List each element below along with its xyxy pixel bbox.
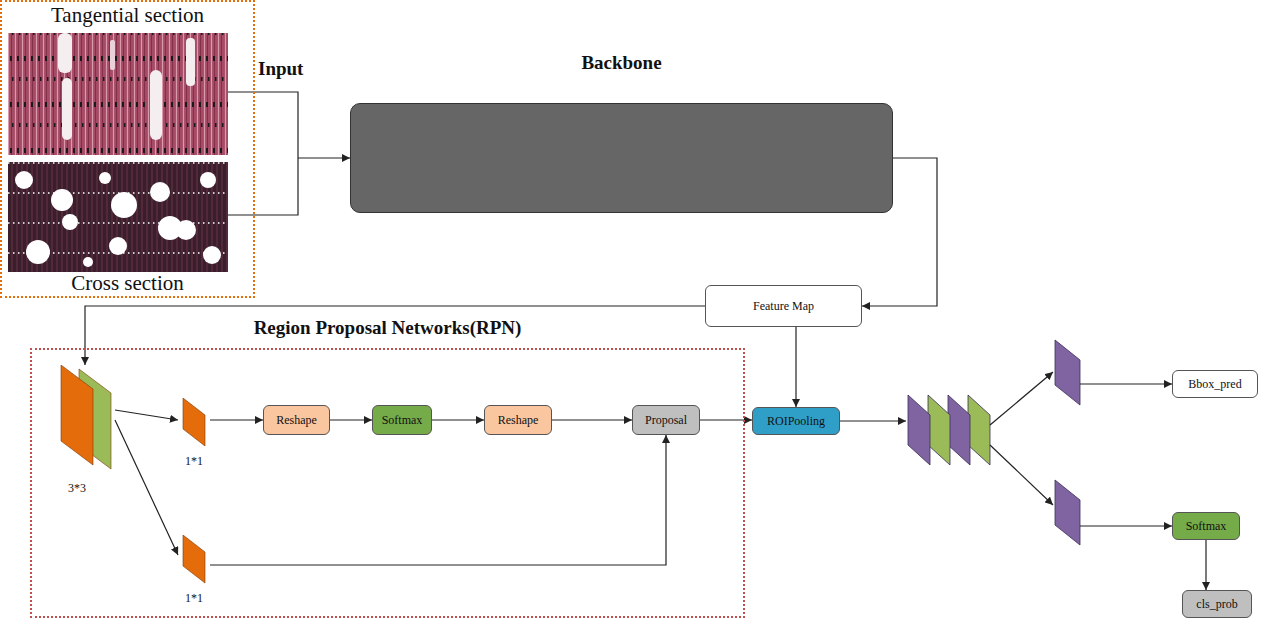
softmax-box: Softmax — [1172, 512, 1240, 540]
box-label: Softmax — [382, 413, 423, 427]
kernel-size: 1*1 — [178, 454, 210, 468]
layer-plate — [183, 398, 205, 446]
connector-arrow — [432, 419, 484, 420]
connector-arrow — [1205, 540, 1206, 590]
conv-layer: 1*1 — [178, 398, 210, 468]
fc-layer-stack — [908, 395, 990, 465]
input-region: Tangential sectionCross section — [0, 0, 298, 298]
section-label: Tangential section — [0, 3, 255, 28]
stage-label: Input — [258, 58, 303, 81]
layer-plate — [61, 365, 93, 465]
tangential-section-image — [8, 33, 228, 155]
conv-layer: 3*3 — [55, 365, 115, 495]
layer-plate — [183, 535, 205, 583]
connector-arrow — [298, 157, 350, 158]
dotted-frame — [0, 0, 255, 298]
connector-arrow — [115, 410, 178, 420]
reshape-box: Reshape — [484, 405, 552, 435]
proposal-box: Proposal — [632, 405, 700, 435]
kernel-size: 1*1 — [178, 591, 210, 605]
connector-arrow — [210, 435, 666, 565]
output-box: cls_prob — [1182, 590, 1252, 618]
head-wires — [840, 372, 1172, 526]
box-label: cls_prob — [1196, 597, 1237, 611]
roi-pooling-box: ROIPooling — [752, 407, 840, 435]
connector-arrow — [795, 327, 796, 407]
backbone-block-body — [350, 103, 893, 213]
conv-shape — [55, 365, 115, 495]
feature-map-box: Feature Map — [705, 285, 862, 327]
output-box: Bbox_pred — [1172, 370, 1258, 398]
block-heading: Backbone — [350, 52, 893, 75]
kernel-size: 3*3 — [55, 481, 99, 495]
cross-section-image — [8, 162, 228, 272]
box-label: Feature Map — [753, 299, 814, 313]
dotted-frame — [30, 348, 745, 618]
rpn-region: 3*3 1*1 Reshape Softmax Reshape Proposal 1*1 Re… — [30, 312, 745, 618]
connector-arrow — [115, 420, 178, 555]
region-heading: Region Proposal Networks(RPN) — [30, 317, 745, 340]
connector-arrow — [552, 419, 632, 420]
box-label: Proposal — [645, 413, 687, 427]
box-label: Reshape — [276, 413, 317, 427]
box-label: Softmax — [1186, 519, 1227, 533]
conv-layer: 1*1 — [178, 535, 210, 605]
box-label: Bbox_pred — [1188, 377, 1241, 391]
reshape-box: Reshape — [263, 405, 330, 435]
softmax-box: Softmax — [372, 405, 432, 435]
box-label: ROIPooling — [767, 414, 825, 428]
section-label: Cross section — [0, 271, 255, 296]
backbone-block: Backbone — [350, 50, 893, 213]
input-bracket — [228, 92, 298, 215]
box-label: Reshape — [498, 413, 539, 427]
connector-arrow — [210, 419, 263, 420]
connector-arrow — [330, 419, 372, 420]
fc-head-layers — [1055, 340, 1080, 545]
